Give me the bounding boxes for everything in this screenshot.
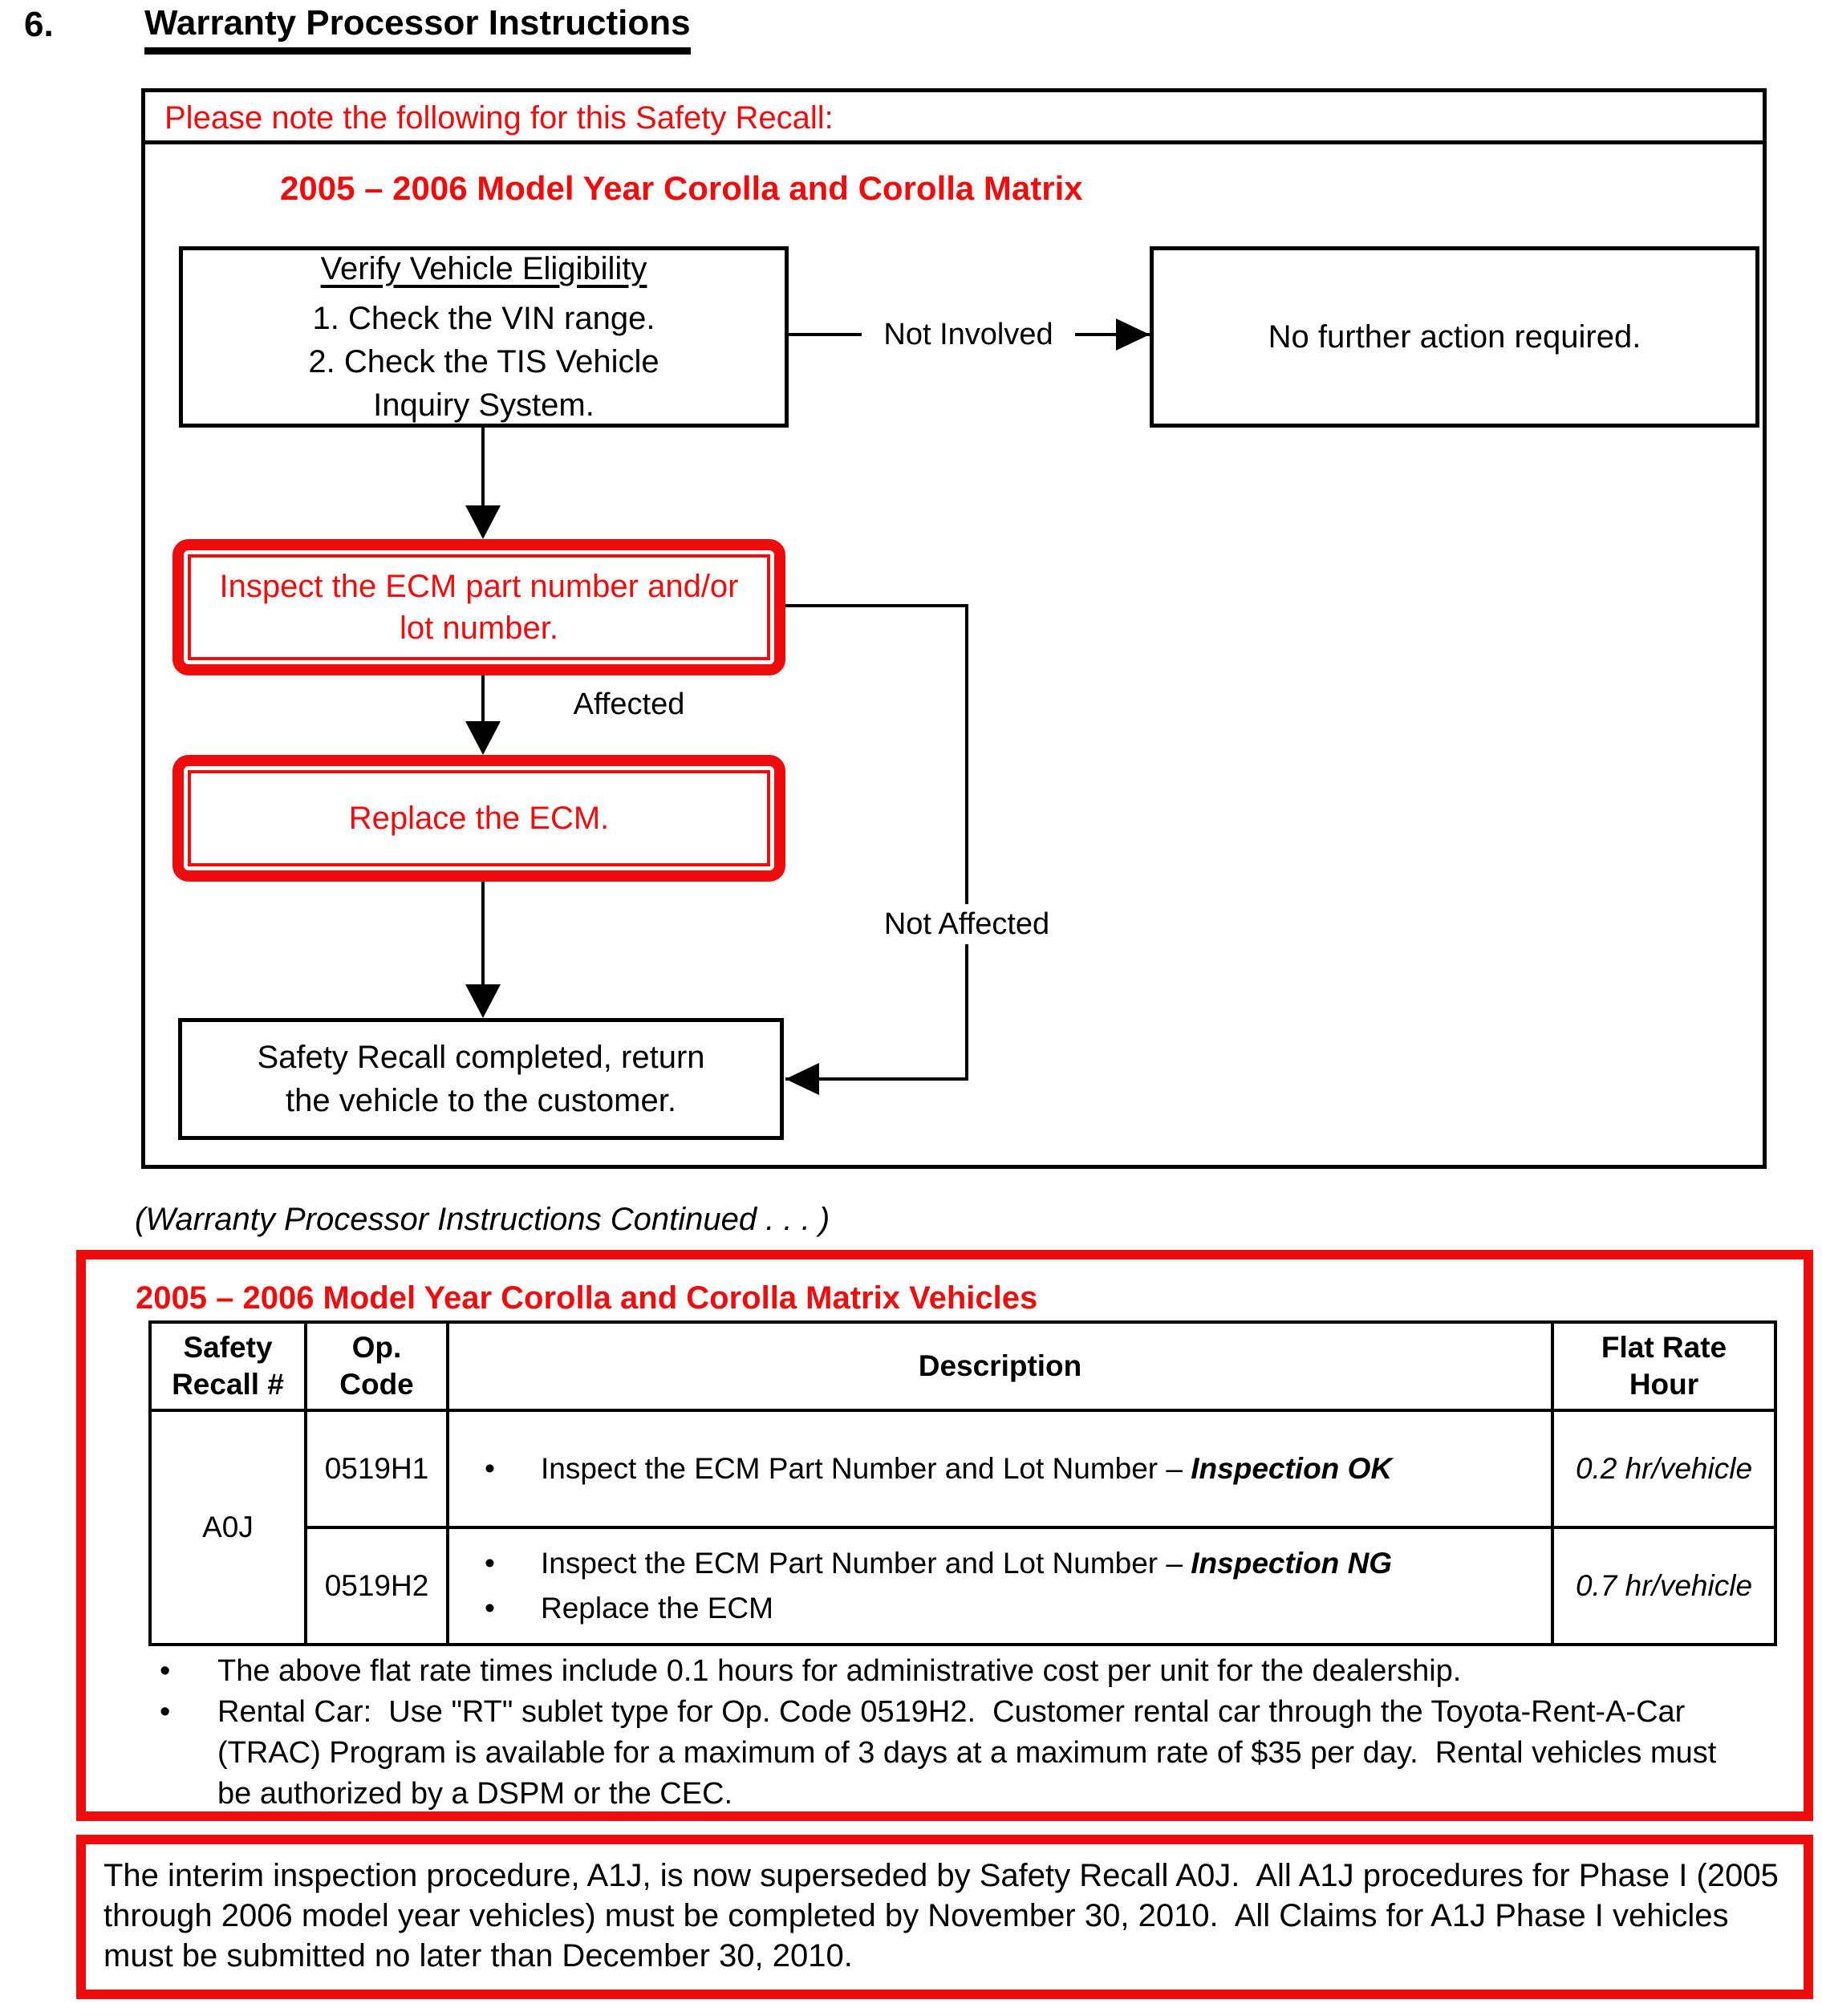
- bullet-icon: •: [160, 1654, 171, 1688]
- connector-down: [481, 428, 485, 508]
- list-item: • The above flat rate times include 0.1 …: [148, 1651, 1753, 1692]
- bullet-icon: •: [485, 1592, 495, 1625]
- claims-notes-list: • The above flat rate times include 0.1 …: [148, 1651, 1753, 1815]
- bullet-icon: •: [160, 1695, 171, 1729]
- verify-step-2: 2. Check the TIS Vehicle: [308, 344, 659, 379]
- arrowhead-down-icon: [465, 984, 501, 1018]
- description-text: Inspect the ECM Part Number and Lot Numb…: [541, 1452, 1393, 1485]
- op-code-cell: 0519H1: [304, 1409, 449, 1529]
- description-cell: • Inspect the ECM Part Number and Lot Nu…: [446, 1526, 1554, 1646]
- section-number: 6.: [24, 5, 54, 44]
- table-header-row: Safety Recall # Op. Code Description Fla…: [148, 1320, 1777, 1412]
- list-item: • Rental Car: Use "RT" sublet type for O…: [148, 1692, 1753, 1815]
- verify-step-1: 1. Check the VIN range.: [312, 301, 655, 336]
- connector-bypass-vertical: [965, 604, 968, 1081]
- flowchart-heading: 2005 – 2006 Model Year Corolla and Corol…: [280, 169, 1083, 207]
- not-affected-label: Not Affected: [862, 904, 1072, 944]
- verify-step-2b: Inquiry System.: [373, 387, 594, 423]
- connector-bypass-top: [785, 604, 968, 607]
- complete-line-1: Safety Recall completed, return: [257, 1040, 705, 1075]
- affected-label: Affected: [562, 684, 696, 724]
- header-op-code: Op. Code: [304, 1320, 449, 1412]
- no-action-label: No further action required.: [1268, 319, 1641, 355]
- flowchart-frame: Please note the following for this Safet…: [141, 88, 1767, 1169]
- rental-car-note: Rental Car: Use "RT" sublet type for Op.…: [217, 1695, 1725, 1811]
- header-flat-rate: Flat Rate Hour: [1551, 1320, 1777, 1412]
- connector-down: [481, 882, 485, 988]
- claims-section-frame: 2005 – 2006 Model Year Corolla and Corol…: [76, 1250, 1813, 1821]
- not-involved-label: Not Involved: [862, 314, 1075, 355]
- verify-title: Verify Vehicle Eligibility: [320, 251, 647, 286]
- flat-rate-note: The above flat rate times include 0.1 ho…: [217, 1654, 1462, 1688]
- recall-complete-node: Safety Recall completed, return the vehi…: [178, 1018, 784, 1140]
- arrowhead-left-icon: [785, 1063, 819, 1095]
- header-safety-recall: Safety Recall #: [148, 1320, 307, 1412]
- recall-number-cell: A0J: [148, 1409, 307, 1646]
- arrowhead-down-icon: [465, 505, 501, 539]
- description-text: Replace the ECM: [541, 1592, 773, 1625]
- header-description: Description: [446, 1320, 1554, 1412]
- op-code-table: Safety Recall # Op. Code Description Fla…: [148, 1320, 1777, 1646]
- no-action-node: No further action required.: [1150, 246, 1759, 428]
- description-cell: • Inspect the ECM Part Number and Lot Nu…: [446, 1409, 1554, 1529]
- connector-bypass-bottom: [785, 1077, 968, 1081]
- safety-recall-note: Please note the following for this Safet…: [164, 100, 834, 136]
- complete-line-2: the vehicle to the customer.: [286, 1083, 676, 1118]
- interim-note-frame: The interim inspection procedure, A1J, i…: [76, 1835, 1813, 1999]
- bullet-icon: •: [485, 1547, 495, 1580]
- continued-note: (Warranty Processor Instructions Continu…: [135, 1202, 830, 1237]
- table-row: 0519H2 • Inspect the ECM Part Number and…: [150, 1526, 1777, 1646]
- description-text: Inspect the ECM Part Number and Lot Numb…: [541, 1547, 1393, 1580]
- arrowhead-down-icon: [465, 721, 501, 755]
- table-row: A0J 0519H1 • Inspect the ECM Part Number…: [148, 1409, 1777, 1646]
- connector-down: [481, 675, 485, 724]
- replace-label: Replace the ECM.: [348, 801, 610, 836]
- note-divider: [144, 140, 1763, 144]
- claims-heading: 2005 – 2006 Model Year Corolla and Corol…: [136, 1280, 1038, 1316]
- arrowhead-right-icon: [1116, 318, 1150, 351]
- op-code-cell: 0519H2: [304, 1526, 449, 1646]
- inspect-ecm-node: Inspect the ECM part number and/or lot n…: [172, 539, 785, 675]
- verify-eligibility-node: Verify Vehicle Eligibility 1. Check the …: [179, 246, 789, 428]
- replace-ecm-node: Replace the ECM.: [172, 755, 785, 882]
- inspect-line-2: lot number.: [400, 610, 558, 646]
- inspect-line-1: Inspect the ECM part number and/or: [219, 569, 739, 604]
- interim-note-text: The interim inspection procedure, A1J, i…: [103, 1858, 1788, 1973]
- page-title: Warranty Processor Instructions: [144, 3, 691, 55]
- bullet-icon: •: [485, 1452, 495, 1485]
- flat-rate-cell: 0.7 hr/vehicle: [1551, 1526, 1777, 1646]
- flat-rate-cell: 0.2 hr/vehicle: [1551, 1409, 1777, 1529]
